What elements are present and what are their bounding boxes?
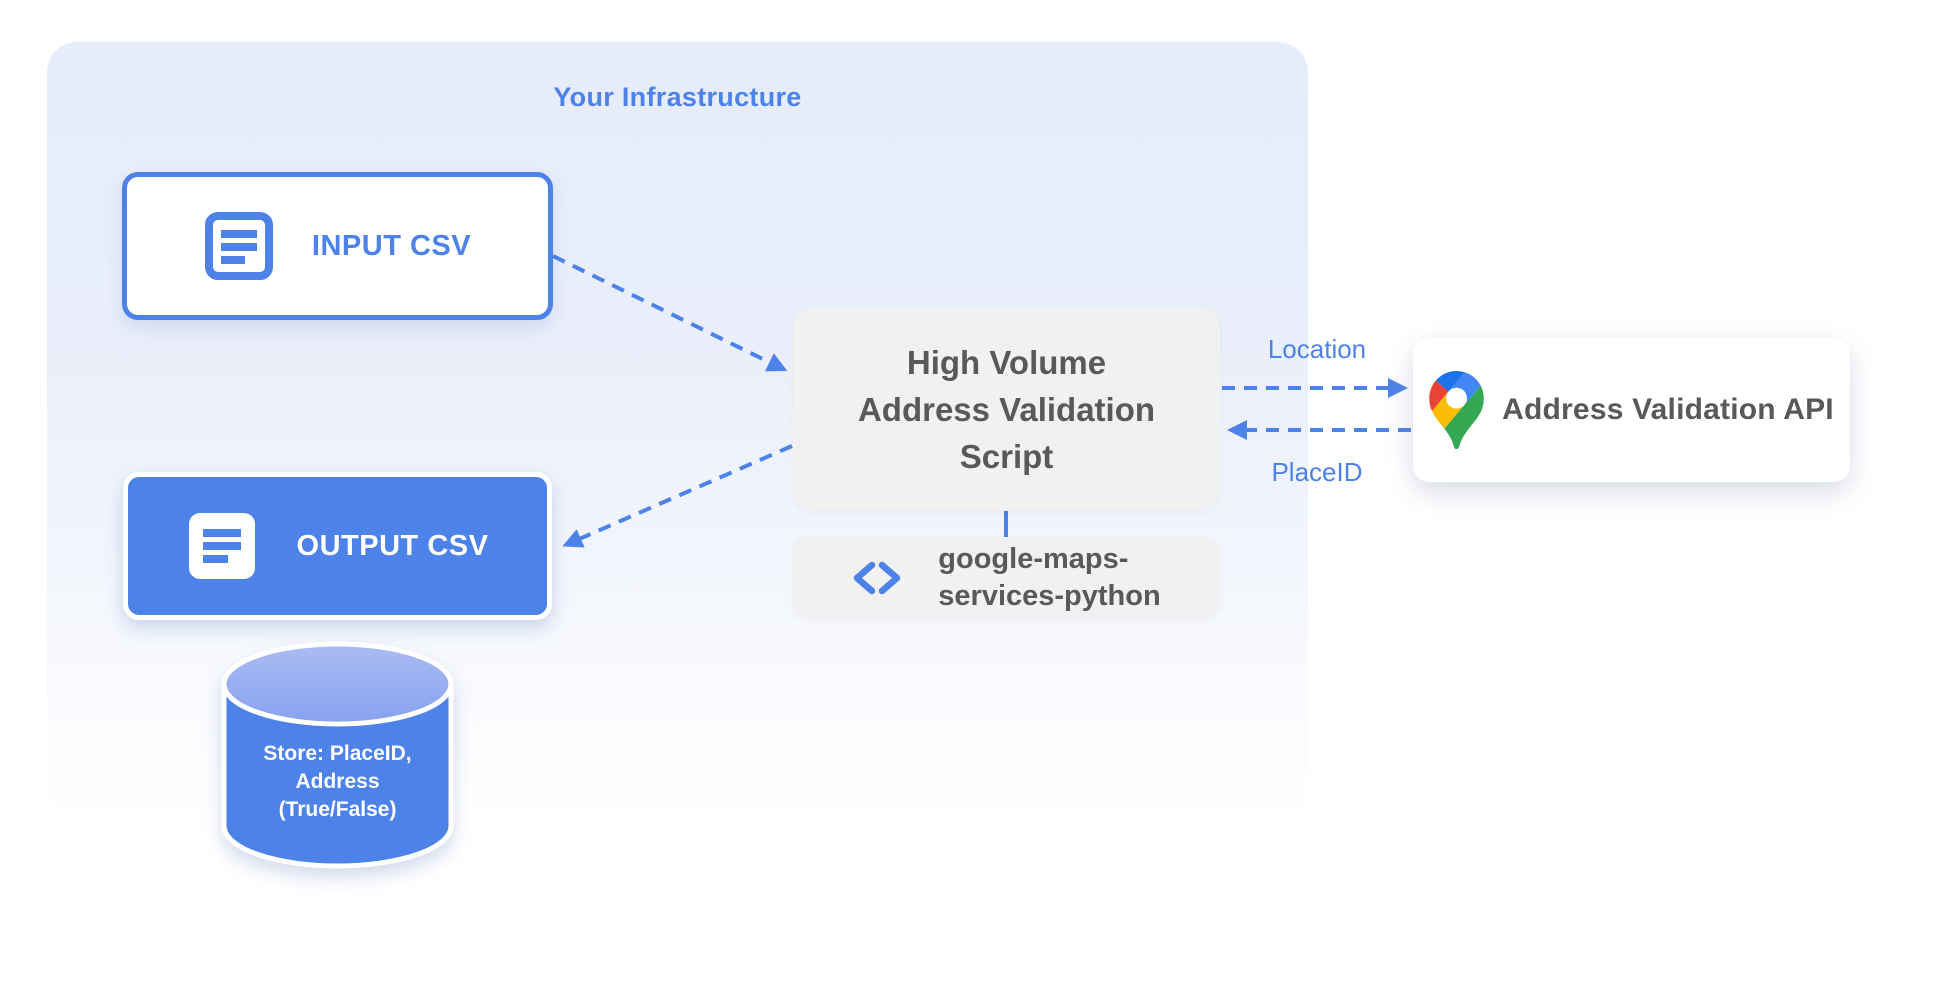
google-maps-pin-icon xyxy=(1429,371,1484,449)
infrastructure-title: Your Infrastructure xyxy=(553,82,802,112)
script-node: High Volume Address Validation Script xyxy=(793,308,1220,510)
output-csv-node: OUTPUT CSV xyxy=(123,472,552,620)
output-csv-label: OUTPUT CSV xyxy=(296,529,489,562)
script-label-line: Address Validation xyxy=(857,390,1156,428)
address-validation-api-node: Address Validation API xyxy=(1413,338,1850,482)
input-csv-label: INPUT CSV xyxy=(311,229,472,262)
document-icon xyxy=(188,513,255,579)
api-label: Address Validation API xyxy=(1502,393,1834,426)
library-label: google-maps- services-python xyxy=(938,542,1161,612)
code-icon xyxy=(854,561,901,594)
input-csv-node: INPUT CSV xyxy=(122,172,553,320)
script-label-line: Script xyxy=(959,437,1054,475)
placeid-edge-label: PlaceID xyxy=(1271,457,1363,487)
datastore-node: Store: PlaceID, Address (True/False) xyxy=(220,640,455,880)
database-cylinder-icon xyxy=(221,641,454,869)
document-icon xyxy=(204,212,273,280)
script-label-line: High Volume xyxy=(906,343,1107,381)
library-node: google-maps- services-python xyxy=(793,537,1220,618)
datastore-label: Store: PlaceID, Address (True/False) xyxy=(263,742,412,821)
location-edge-label: Location xyxy=(1267,334,1367,364)
